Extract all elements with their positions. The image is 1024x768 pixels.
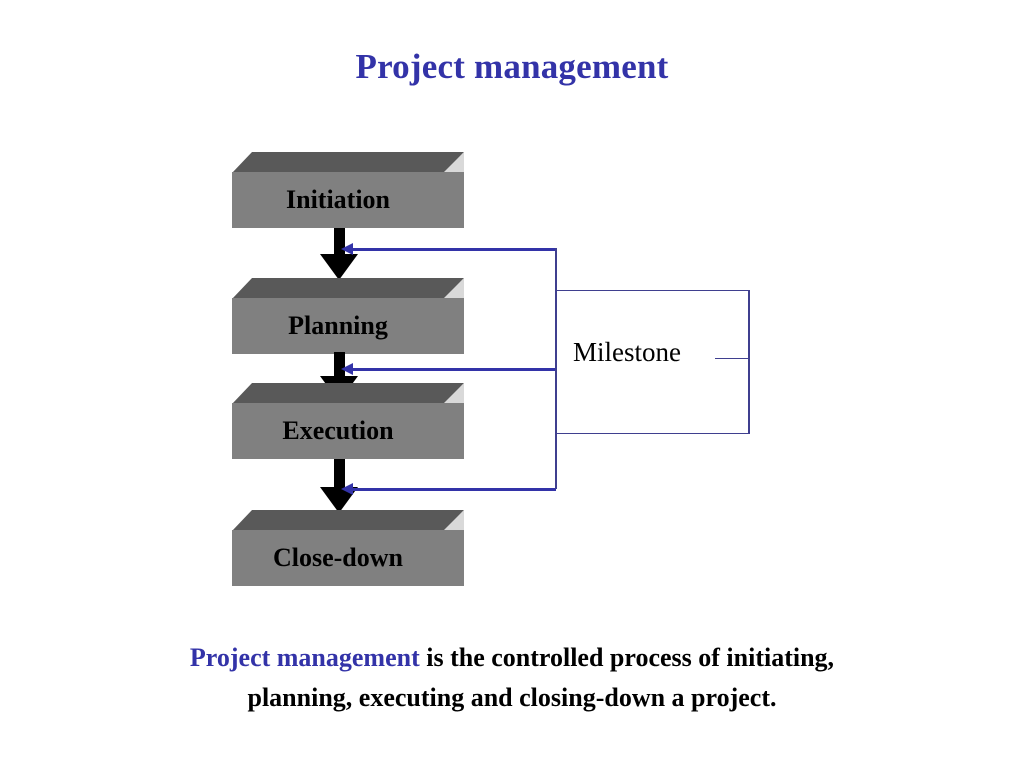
block-label-close-down: Close-down <box>272 543 403 572</box>
milestone-arrowhead-1 <box>341 243 353 255</box>
milestone-spine-inner <box>555 248 557 489</box>
block-top-face <box>232 278 464 299</box>
caption-line-1-rest: is the controlled process of initiating, <box>419 643 835 672</box>
milestone-spine-outer <box>748 290 750 434</box>
caption-highlight: Project management <box>189 643 420 672</box>
arrow-head <box>320 254 358 280</box>
block-top-face <box>232 152 464 173</box>
process-block-execution[interactable]: Execution <box>232 383 464 459</box>
arrow-shaft <box>334 352 345 378</box>
process-block-initiation[interactable]: Initiation <box>232 152 464 228</box>
milestone-line-2 <box>352 368 556 371</box>
arrow-shaft <box>334 459 345 489</box>
milestone-arrowhead-3 <box>341 483 353 495</box>
milestone-bracket-arm-top <box>555 290 749 291</box>
page-title: Project management <box>355 47 669 86</box>
block-top-face <box>232 383 464 404</box>
milestone-label-tick <box>715 358 749 359</box>
block-label-initiation: Initiation <box>285 185 391 214</box>
block-top-face <box>232 510 464 531</box>
process-block-close-down[interactable]: Close-down <box>232 510 464 586</box>
project-lifecycle-diagram: Initiation Planning Execution Close-down <box>232 152 750 586</box>
caption-line-1: Project management is the controlled pro… <box>0 638 1024 678</box>
block-front-face <box>232 403 464 459</box>
milestone-line-3 <box>352 488 556 491</box>
process-block-planning[interactable]: Planning <box>232 278 464 354</box>
milestone-label: Milestone <box>573 337 681 367</box>
arrow-shaft <box>334 228 345 256</box>
caption-line-2: planning, executing and closing-down a p… <box>247 683 777 712</box>
milestone-bracket-arm-bottom <box>555 433 749 434</box>
block-front-face <box>232 172 464 228</box>
milestone-arrowhead-2 <box>341 363 353 375</box>
block-label-execution: Execution <box>282 416 394 445</box>
block-front-face <box>232 530 464 586</box>
block-label-planning: Planning <box>288 311 388 340</box>
flow-arrow-initiation-to-planning <box>320 228 358 280</box>
milestone-line-1 <box>352 248 556 251</box>
caption-text: Project management is the controlled pro… <box>0 638 1024 718</box>
block-front-face <box>232 298 464 354</box>
